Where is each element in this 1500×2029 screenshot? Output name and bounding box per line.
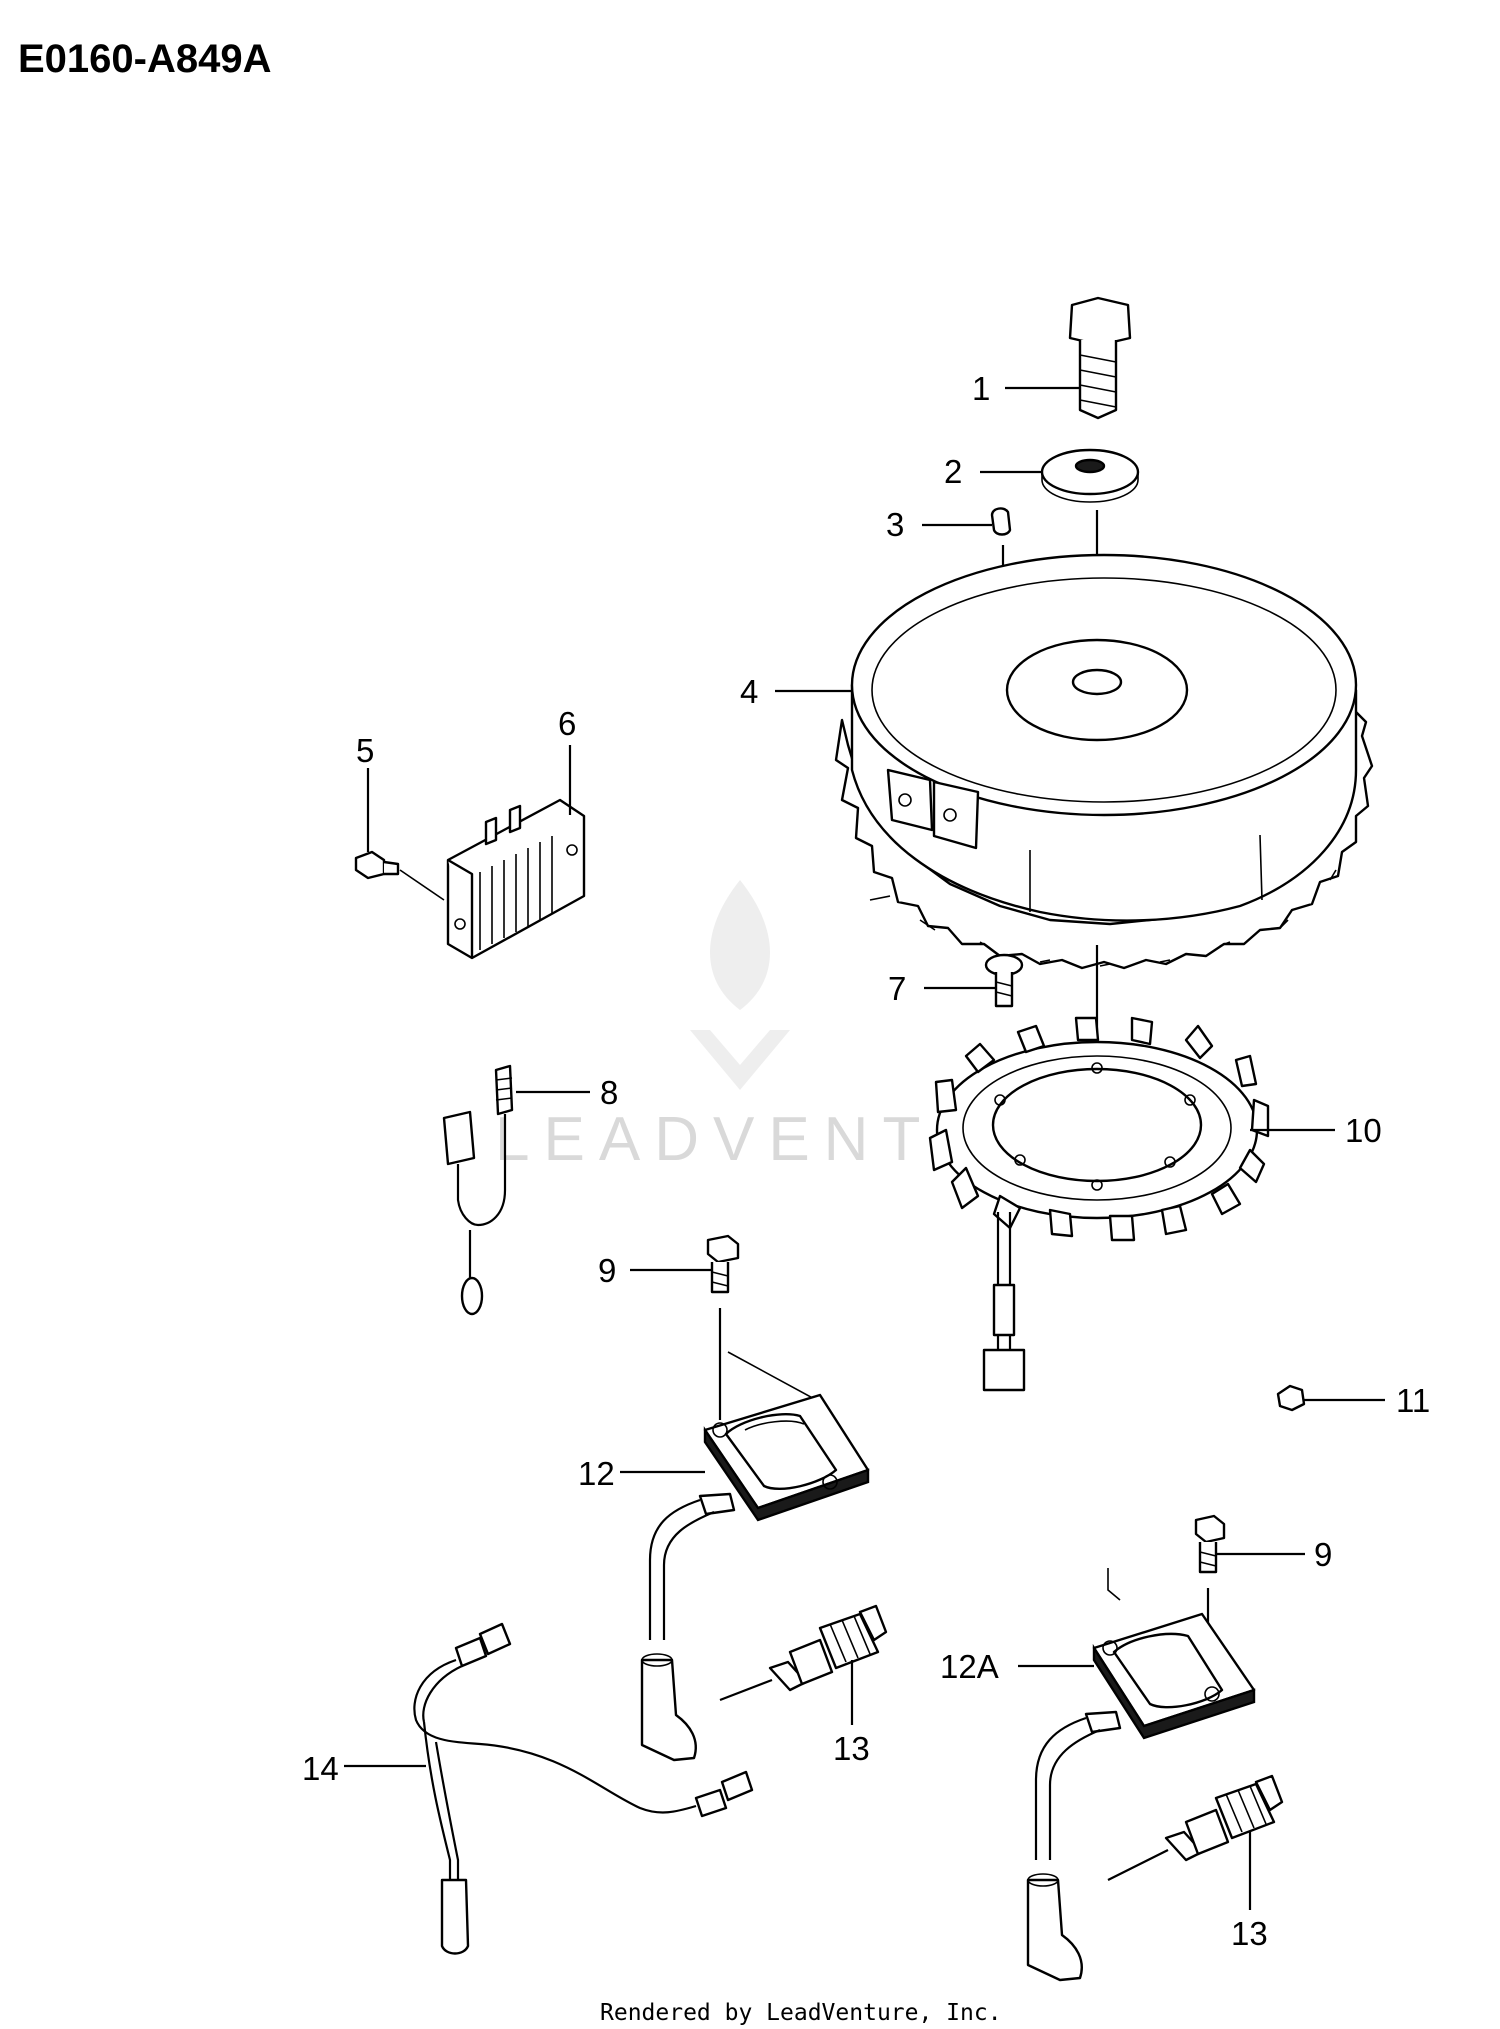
callout-2: 2 bbox=[944, 453, 962, 490]
callout-9a: 9 bbox=[598, 1252, 616, 1289]
part-9-screw-lower bbox=[1194, 1514, 1226, 1574]
part-13-spark-plug-upper bbox=[768, 1604, 888, 1692]
callout-11: 11 bbox=[1396, 1382, 1430, 1419]
callout-3: 3 bbox=[886, 506, 904, 543]
part-4-flywheel bbox=[834, 553, 1374, 970]
part-10-stator bbox=[928, 1016, 1270, 1392]
footer-credit: Rendered by LeadVenture, Inc. bbox=[600, 2000, 1002, 2026]
callout-6: 6 bbox=[558, 705, 576, 742]
callout-7: 7 bbox=[888, 970, 906, 1007]
part-2-washer bbox=[1040, 448, 1140, 503]
diagram-title: E0160-A849A bbox=[18, 37, 272, 81]
callout-12: 12 bbox=[578, 1455, 615, 1492]
part-14-wire-harness bbox=[413, 1622, 754, 1955]
callout-13a: 13 bbox=[833, 1730, 870, 1767]
callout-4: 4 bbox=[740, 673, 758, 710]
callout-5: 5 bbox=[356, 732, 374, 769]
callout-13b: 13 bbox=[1231, 1915, 1268, 1952]
callout-12a: 12A bbox=[940, 1648, 999, 1685]
callout-10: 10 bbox=[1345, 1112, 1382, 1149]
callout-9b: 9 bbox=[1314, 1536, 1332, 1573]
part-3-key bbox=[990, 507, 1012, 536]
part-7-screw bbox=[984, 953, 1024, 1008]
callout-14: 14 bbox=[302, 1750, 339, 1787]
part-12-ignition-module bbox=[640, 1351, 870, 1762]
part-13-spark-plug-lower bbox=[1164, 1774, 1284, 1862]
leadventure-flame-logo-icon bbox=[690, 880, 790, 1090]
callout-1: 1 bbox=[972, 370, 990, 407]
part-5-screw bbox=[354, 850, 400, 880]
part-8-ground-wire bbox=[442, 1064, 514, 1316]
part-6-regulator bbox=[446, 798, 586, 960]
part-1-bolt bbox=[1068, 296, 1132, 420]
part-9-screw-upper bbox=[706, 1234, 740, 1294]
callout-8: 8 bbox=[600, 1074, 618, 1111]
part-11-nut bbox=[1276, 1384, 1306, 1412]
part-12a-ignition-module bbox=[1026, 1568, 1256, 1982]
